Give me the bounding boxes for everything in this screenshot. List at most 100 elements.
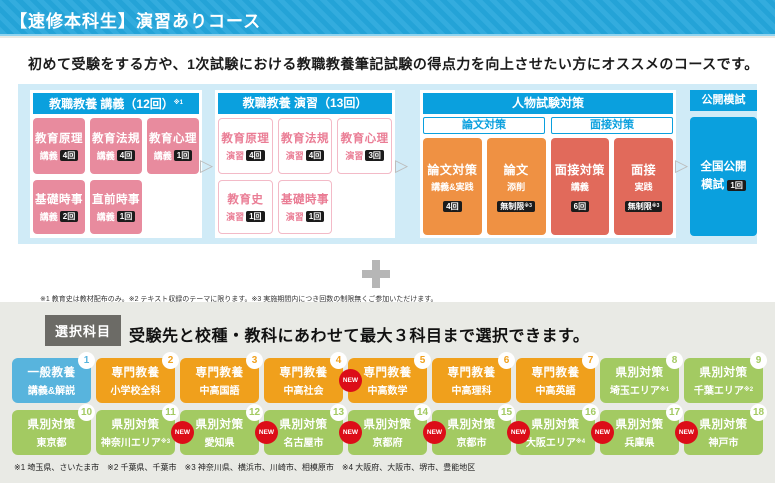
course-name: 直前時事 <box>92 194 140 206</box>
course-name: 論文対策 <box>427 163 478 177</box>
plus-icon <box>362 260 390 288</box>
new-badge: NEW <box>423 421 446 444</box>
subject-text: 名古屋市 <box>283 438 324 449</box>
selection-item: NEW 13 県別対策 名古屋市 <box>255 404 347 455</box>
count-badge: 無制限※3 <box>497 201 535 212</box>
selection-item: 2 専門教養 小学校全科 <box>96 352 179 403</box>
selection-item-subject: 中高社会 <box>284 382 324 397</box>
selection-item-subject: 中高数学 <box>368 382 408 397</box>
item-number-badge: 2 <box>162 352 179 369</box>
item-number-badge: 11 <box>162 404 179 421</box>
selection-item-subject: 中高理科 <box>452 382 492 397</box>
selection-item-category: 県別対策 <box>699 419 748 431</box>
item-number-badge: 14 <box>414 404 431 421</box>
selection-item-subject: 大阪エリア※4 <box>526 434 585 449</box>
intro-text: 初めて受験をする方や、1次試験における教職教養筆記試験の得点力を向上させたい方に… <box>28 56 759 72</box>
course-name: 面接 <box>631 163 657 177</box>
subject-text: 中高社会 <box>283 386 324 397</box>
title-bar: 【速修本科生】演習ありコース <box>0 0 775 36</box>
course-name: 教育心理 <box>340 133 389 145</box>
selection-item-subject: 東京都 <box>37 434 67 449</box>
selection-item-category: 県別対策 <box>615 419 664 431</box>
course-name: 教育史 <box>227 194 264 206</box>
subgroup-interview: 面接対策 <box>551 117 673 134</box>
selection-item-subject: 小学校全科 <box>111 382 161 397</box>
selection-item: 9 県別対策 千葉エリア※2 <box>684 352 767 403</box>
selection-item-category: 専門教養 <box>111 367 160 379</box>
selection-item: 4 専門教養 中高社会 <box>264 352 347 403</box>
count-value: 無制限 <box>627 202 652 211</box>
course-item: 論文 添削 無制限※3 <box>486 138 546 235</box>
selection-item-category: 県別対策 <box>531 419 580 431</box>
selection-item: NEW 16 県別対策 大阪エリア※4 <box>507 404 599 455</box>
selection-item-subject: 神奈川エリア※3 <box>101 434 170 449</box>
selection-item-subject: 講義&解説 <box>28 382 75 397</box>
count-value: 6回 <box>573 202 587 211</box>
course-item: 面接 実践 無制限※3 <box>614 138 673 235</box>
flow-box-lecture-title: 教職教養 講義（12回） <box>49 97 174 111</box>
course-name: 全国公開模試 1回 <box>695 159 752 194</box>
subject-text: 京都市 <box>456 438 487 449</box>
selection-item: NEW 17 県別対策 兵庫県 <box>591 404 683 455</box>
subject-text: 小学校全科 <box>110 386 161 397</box>
selection-item-category: 県別対策 <box>279 419 328 431</box>
course-type: 演習 <box>226 151 245 161</box>
subject-text: 中高数学 <box>367 386 408 397</box>
count-badge: 4回 <box>443 201 462 212</box>
selection-item-subject: 千葉エリア※2 <box>694 382 753 397</box>
subject-text: 京都府 <box>372 438 403 449</box>
item-number-badge: 12 <box>246 404 263 421</box>
new-badge: NEW <box>591 421 614 444</box>
subject-text: 神奈川エリア <box>100 438 161 449</box>
new-badge: NEW <box>339 421 362 444</box>
selection-item-subject: 埼玉エリア※1 <box>610 382 669 397</box>
selection-item-category: 一般教養 <box>27 367 76 379</box>
selection-item-category: 専門教養 <box>279 367 328 379</box>
selection-item: 10 県別対策 東京都 <box>12 404 95 455</box>
flow-box-exercise-header: 教職教養 演習（13回） <box>218 93 392 114</box>
item-number-badge: 4 <box>330 352 347 369</box>
selection-item: NEW 12 県別対策 愛知県 <box>171 404 263 455</box>
item-number-badge: 6 <box>498 352 515 369</box>
selection-item: 7 専門教養 中高英語 <box>516 352 599 403</box>
flow-box-lecture-header: 教職教養 講義（12回）※1 <box>33 93 199 114</box>
lecture-title-note: ※1 <box>173 100 183 106</box>
selection-item: 6 専門教養 中高理科 <box>432 352 515 403</box>
subject-text: 千葉エリア <box>693 386 744 397</box>
course-name: 教育原理 <box>221 133 270 145</box>
arrow-right-icon: ▷ <box>395 156 409 175</box>
new-badge: NEW <box>675 421 698 444</box>
course-type: 講義 <box>570 182 589 192</box>
subject-text: 中高国語 <box>199 386 240 397</box>
new-badge: NEW <box>507 421 530 444</box>
selection-item-subject: 愛知県 <box>205 434 235 449</box>
selection-item: NEW 18 県別対策 神戸市 <box>675 404 767 455</box>
mock-exam-name: 全国公開模試 <box>700 161 747 191</box>
subject-text: 東京都 <box>36 438 67 449</box>
course-flow-section: 初めて受験をする方や、1次試験における教職教養筆記試験の得点力を向上させたい方に… <box>0 38 775 303</box>
course-type: 講義 <box>39 212 58 222</box>
selection-item: 3 専門教養 中高国語 <box>180 352 263 403</box>
selection-item: NEW 5 専門教養 中高数学 <box>339 352 431 403</box>
selection-item-subject: 兵庫県 <box>625 434 655 449</box>
item-number-badge: 16 <box>582 404 599 421</box>
course-type: 講義 <box>96 151 115 161</box>
course-item: 面接対策 講義 6回 <box>550 138 610 235</box>
count-note: ※3 <box>651 203 660 209</box>
selection-label: 選択科目 <box>45 315 121 346</box>
count-badge: 4回 <box>305 150 325 161</box>
course-type: 演習 <box>285 151 304 161</box>
